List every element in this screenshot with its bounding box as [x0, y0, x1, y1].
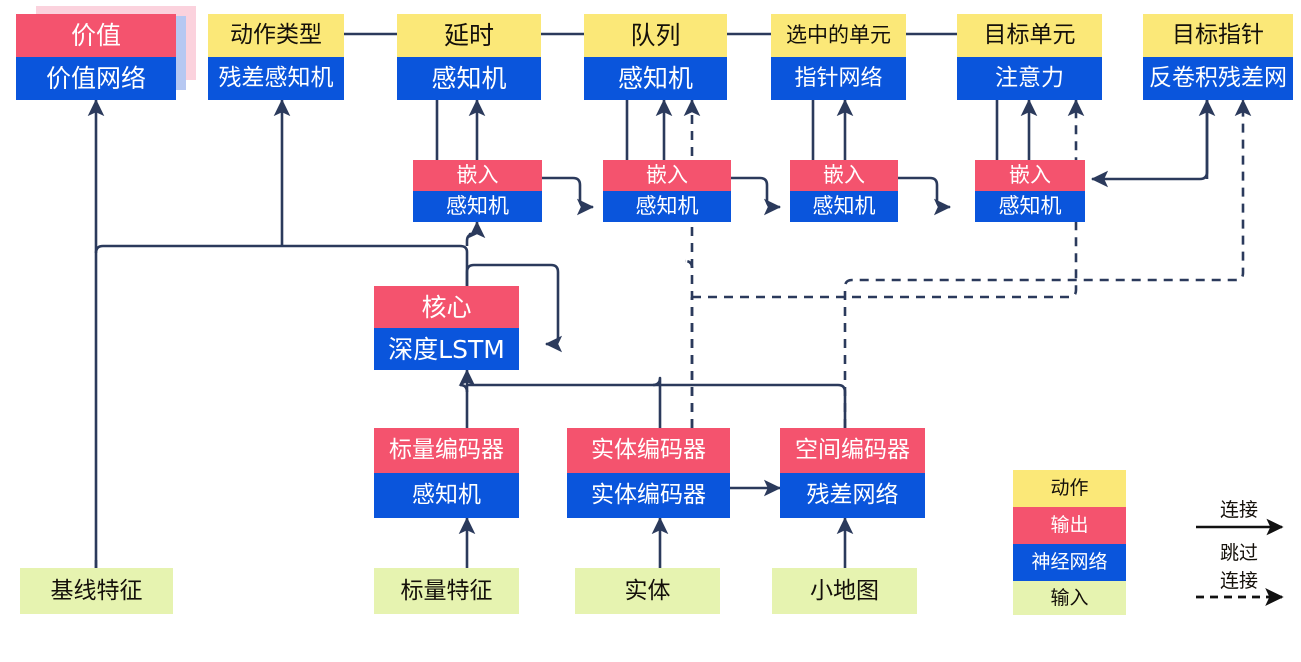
legend-arrows	[1196, 518, 1284, 606]
node-target-point[interactable]: 目标指针 反卷积残差网	[1143, 14, 1293, 100]
node-target-point-body: 反卷积残差网	[1143, 57, 1293, 100]
node-entity-encoder-head: 实体编码器	[567, 428, 730, 473]
node-baseline-features[interactable]: 基线特征	[20, 568, 173, 614]
node-target-point-head: 目标指针	[1143, 14, 1293, 57]
node-embed-1[interactable]: 嵌入 感知机	[413, 160, 542, 222]
node-scalar-encoder-body: 感知机	[374, 473, 519, 518]
node-spatial-encoder-head: 空间编码器	[780, 428, 925, 473]
node-minimap[interactable]: 小地图	[772, 568, 917, 614]
node-embed-4-head: 嵌入	[975, 160, 1085, 191]
wire-embed3-to-embed4	[898, 176, 952, 216]
legend-swatch-network: 神经网络	[1013, 544, 1126, 581]
node-embed-2[interactable]: 嵌入 感知机	[603, 160, 731, 222]
node-value-body: 价值网络	[16, 57, 176, 100]
node-selected-units-head: 选中的单元	[771, 14, 906, 57]
node-delay[interactable]: 延时 感知机	[397, 14, 541, 100]
node-queue-body: 感知机	[584, 57, 727, 100]
node-queue-head: 队列	[584, 14, 727, 57]
node-core-body: 深度LSTM	[374, 328, 519, 370]
wire-skip-spatial-to-targetpoint	[843, 98, 1252, 428]
wire-core-to-embed1	[465, 220, 486, 246]
node-embed-4-body: 感知机	[975, 191, 1085, 222]
node-action-type-body: 残差感知机	[208, 57, 344, 100]
legend-swatch-output: 输出	[1013, 507, 1126, 544]
node-selected-units-body: 指针网络	[771, 57, 906, 100]
node-embed-3-body: 感知机	[790, 191, 898, 222]
wire-core-in-spatial-up	[660, 383, 847, 428]
node-queue[interactable]: 队列 感知机	[584, 14, 727, 100]
wire-core-self-loop	[465, 263, 563, 353]
node-delay-head: 延时	[397, 14, 541, 57]
node-delay-body: 感知机	[397, 57, 541, 100]
node-embed-3-head: 嵌入	[790, 160, 898, 191]
node-selected-units[interactable]: 选中的单元 指针网络	[771, 14, 906, 100]
node-spatial-encoder[interactable]: 空间编码器 残差网络	[780, 428, 925, 518]
node-core[interactable]: 核心 深度LSTM	[374, 286, 519, 370]
node-spatial-encoder-body: 残差网络	[780, 473, 925, 518]
node-action-type-head: 动作类型	[208, 14, 344, 57]
node-embed-1-body: 感知机	[413, 191, 542, 222]
node-target-unit-head: 目标单元	[957, 14, 1102, 57]
node-action-type[interactable]: 动作类型 残差感知机	[208, 14, 344, 100]
node-value[interactable]: 价值 价值网络	[16, 14, 176, 100]
legend-connect-label: 连接	[1219, 499, 1258, 521]
node-scalar-features[interactable]: 标量特征	[374, 568, 519, 614]
node-target-unit-body: 注意力	[957, 57, 1102, 100]
node-scalar-encoder[interactable]: 标量编码器 感知机	[374, 428, 519, 518]
wire-embed1-to-embed2	[542, 176, 595, 216]
node-core-head: 核心	[374, 286, 519, 328]
legend-swatch-stack: 动作 输出 神经网络 输入	[1013, 470, 1126, 615]
node-embed-4[interactable]: 嵌入 感知机	[975, 160, 1085, 222]
wire-skip-to-target-unit	[692, 98, 1085, 299]
wire-targetpoint-to-embed4	[1090, 100, 1209, 188]
node-value-head: 价值	[16, 14, 176, 57]
node-entity-encoder-body: 实体编码器	[567, 473, 730, 518]
node-entities[interactable]: 实体	[575, 568, 720, 614]
wire-embed2-to-embed3	[731, 176, 782, 216]
node-embed-2-body: 感知机	[603, 191, 731, 222]
node-embed-2-head: 嵌入	[603, 160, 731, 191]
legend-skip-label-line2: 连接	[1219, 570, 1258, 592]
legend-swatch-input: 输入	[1013, 581, 1126, 615]
node-target-unit[interactable]: 目标单元 注意力	[957, 14, 1102, 100]
node-scalar-encoder-head: 标量编码器	[374, 428, 519, 473]
node-embed-3[interactable]: 嵌入 感知机	[790, 160, 898, 222]
legend-swatch-action: 动作	[1013, 470, 1126, 507]
wire-core-in-entity-up	[652, 376, 662, 428]
node-embed-1-head: 嵌入	[413, 160, 542, 191]
node-entity-encoder[interactable]: 实体编码器 实体编码器	[567, 428, 730, 518]
legend-skip-label-line1: 跳过	[1219, 542, 1258, 564]
